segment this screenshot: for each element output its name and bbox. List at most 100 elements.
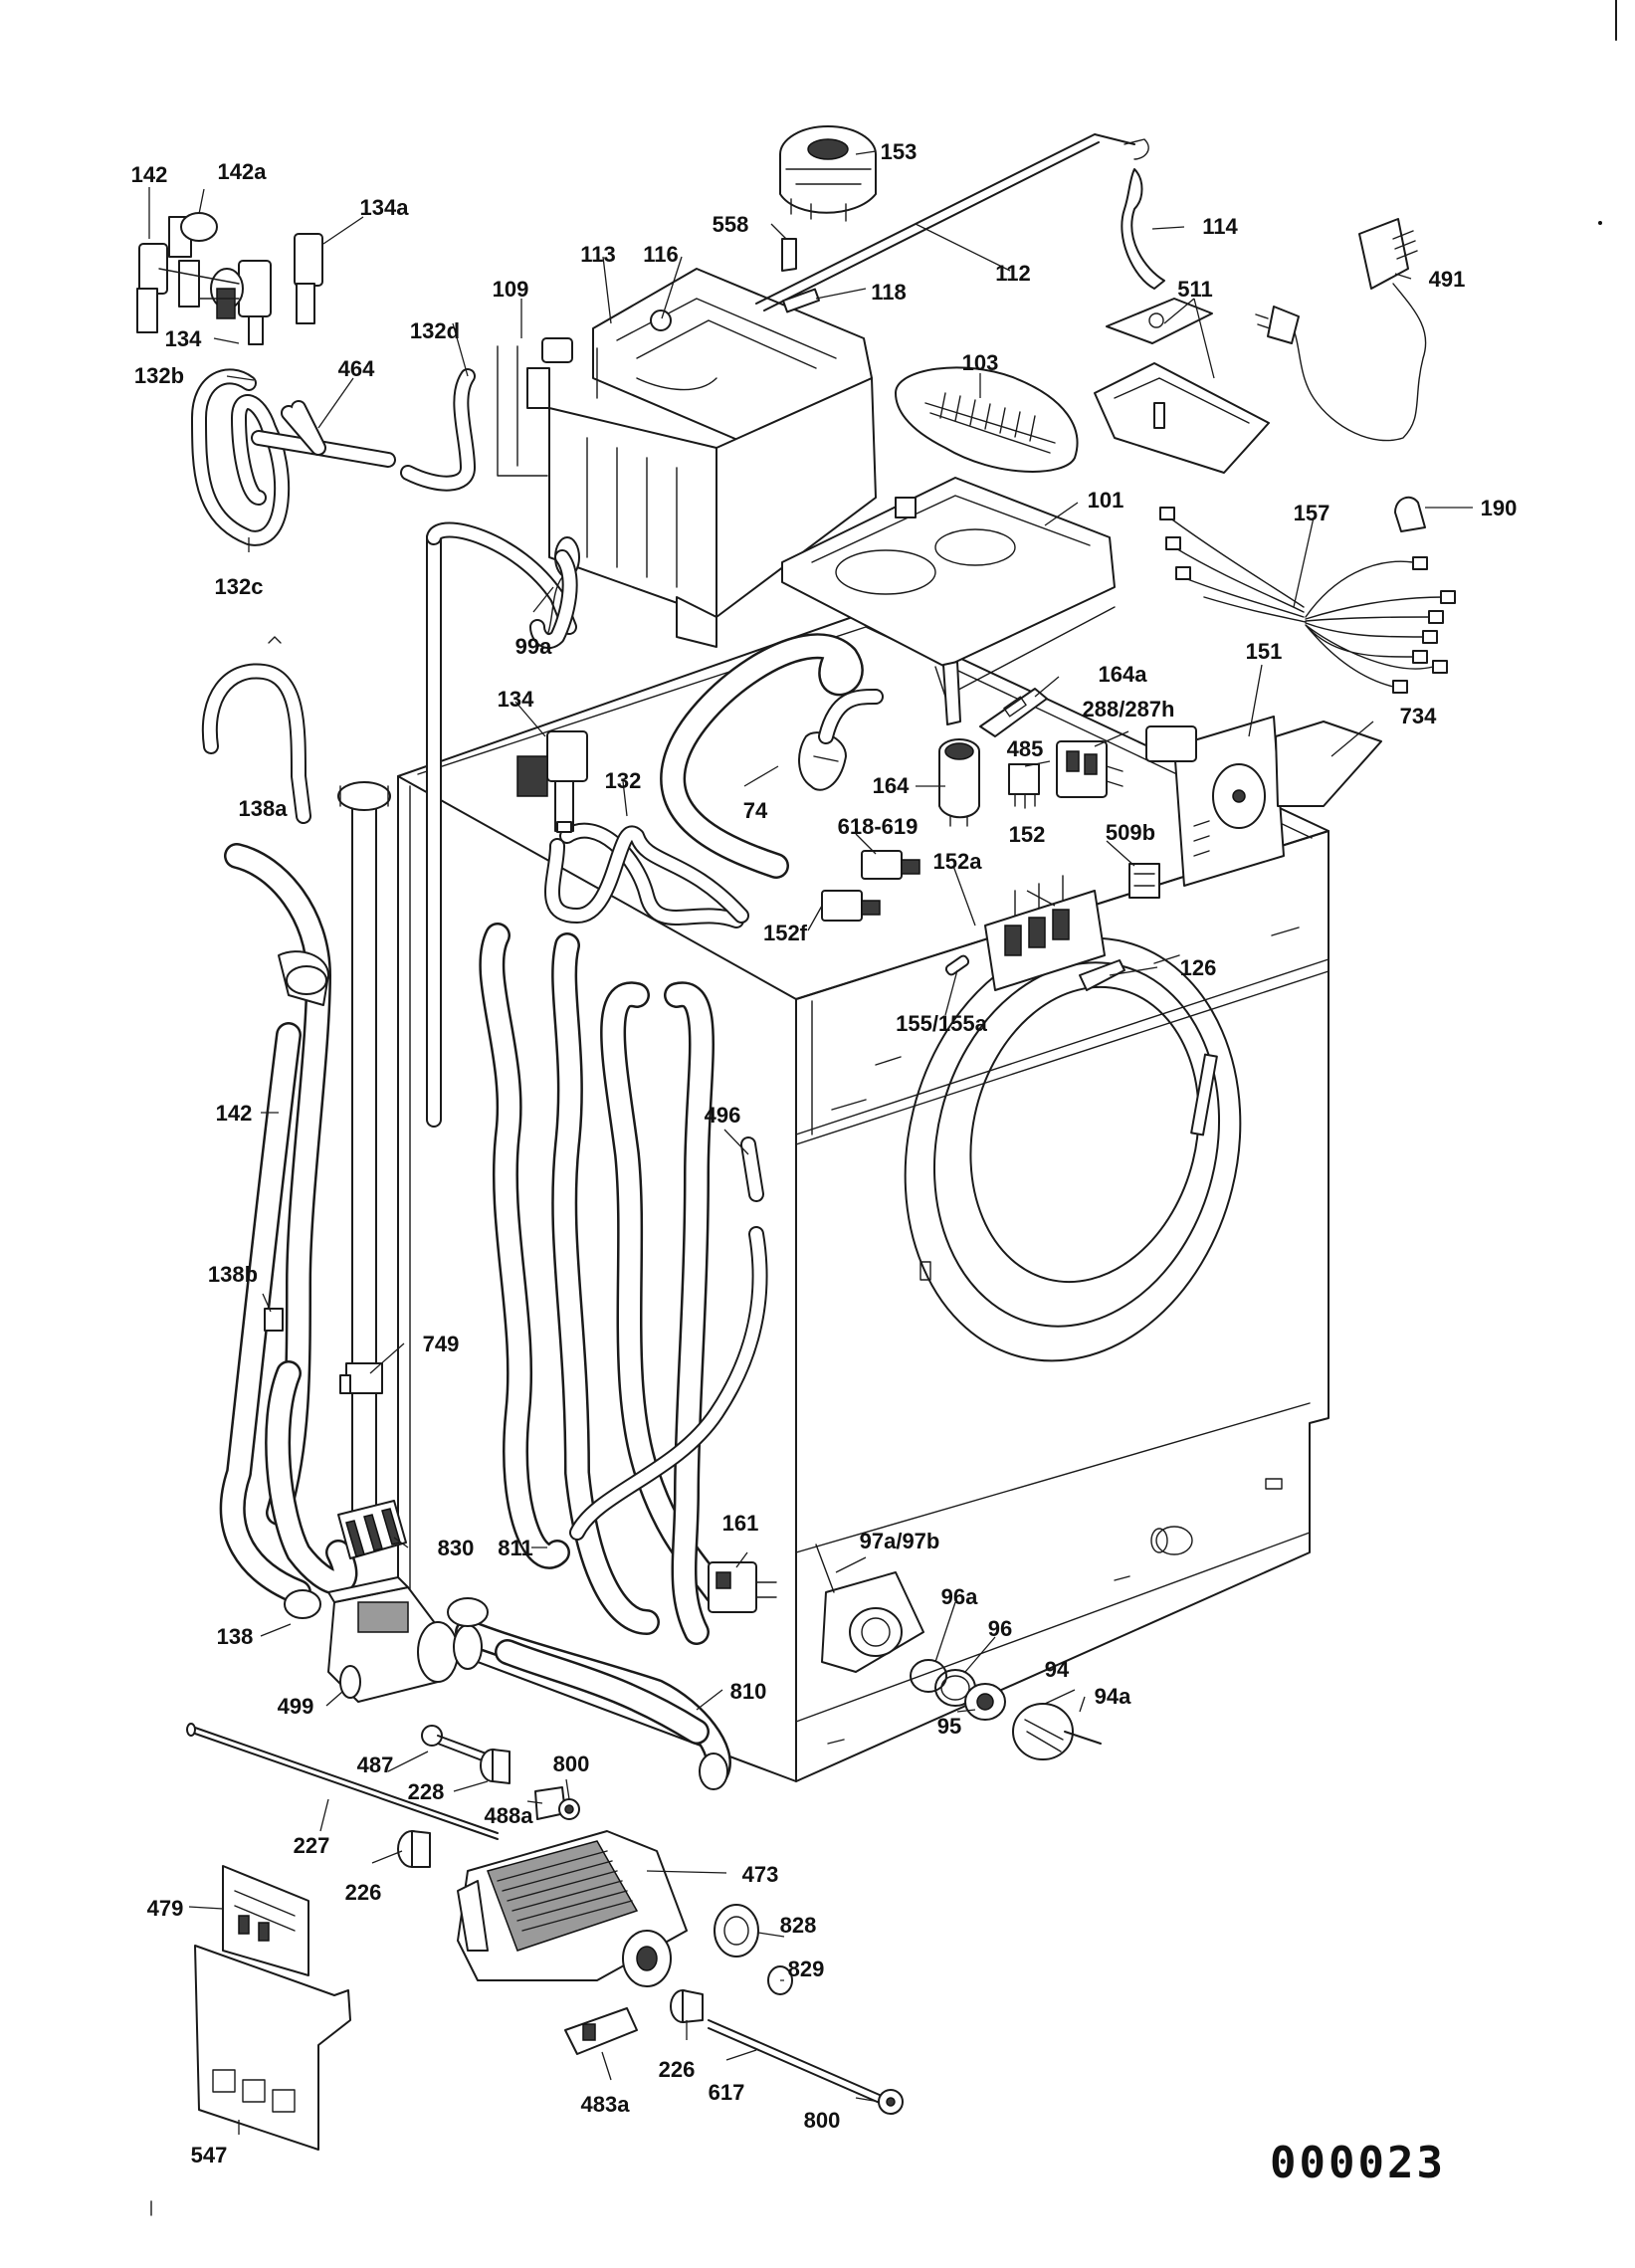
label-134: 134 bbox=[165, 326, 202, 351]
dispenser-box-front bbox=[715, 377, 877, 618]
wiring-harness-157 bbox=[1159, 507, 1456, 694]
bellows-74 bbox=[798, 689, 884, 791]
hose-132b-132c bbox=[191, 368, 291, 546]
label-142: 142 bbox=[131, 162, 168, 187]
label-228: 228 bbox=[408, 1779, 445, 1804]
label-491: 491 bbox=[1429, 267, 1466, 292]
selector-288-287h bbox=[1056, 740, 1124, 798]
capacitor-164 bbox=[938, 738, 980, 827]
label-464: 464 bbox=[338, 356, 375, 381]
label-113: 113 bbox=[580, 242, 616, 267]
top-inner-line bbox=[417, 626, 1313, 839]
label-132d: 132d bbox=[410, 318, 460, 343]
label-157: 157 bbox=[1294, 501, 1330, 525]
label-109: 109 bbox=[493, 277, 529, 302]
part-118 bbox=[781, 288, 821, 313]
cabinet-side-face bbox=[397, 775, 797, 1782]
bush-226-lower bbox=[670, 1989, 704, 2023]
label-101: 101 bbox=[1088, 488, 1124, 513]
label-134a: 134a bbox=[360, 195, 410, 220]
door-ring-outer bbox=[904, 936, 1242, 1362]
hose-end bbox=[699, 1753, 728, 1790]
mains-plug-491 bbox=[1255, 218, 1427, 442]
label-112: 112 bbox=[995, 261, 1031, 286]
label-132b: 132b bbox=[134, 363, 184, 388]
label-116: 116 bbox=[643, 242, 679, 267]
lever-126 bbox=[1079, 959, 1125, 991]
label-99a: 99a bbox=[515, 634, 552, 659]
label-190: 190 bbox=[1481, 496, 1518, 520]
bush-226-upper bbox=[397, 1830, 431, 1868]
switch-485 bbox=[1008, 763, 1040, 809]
dispenser-assembly bbox=[497, 268, 877, 648]
label-151: 151 bbox=[1246, 639, 1283, 664]
slot-155 bbox=[944, 954, 970, 976]
label-138: 138 bbox=[217, 1624, 254, 1649]
dispenser-outlet bbox=[676, 596, 717, 648]
nut-800-lower bbox=[878, 2089, 904, 2115]
label-142-b: 142 bbox=[216, 1101, 253, 1126]
dispenser-ribs bbox=[586, 437, 678, 588]
filter-cap-94 bbox=[1012, 1703, 1074, 1760]
small-valve bbox=[526, 367, 550, 409]
door-glass bbox=[969, 985, 1200, 1284]
label-511: 511 bbox=[1177, 277, 1213, 302]
connector-483a bbox=[564, 2007, 638, 2055]
switch-152f bbox=[821, 890, 881, 922]
label-749: 749 bbox=[423, 1332, 460, 1356]
front-marks bbox=[827, 1575, 1130, 1745]
switch-block-152 bbox=[984, 875, 1106, 991]
label-138b: 138b bbox=[208, 1262, 258, 1287]
hose-132d bbox=[400, 368, 476, 492]
strip-164a bbox=[979, 688, 1048, 737]
label-103: 103 bbox=[962, 350, 999, 375]
label-227: 227 bbox=[294, 1833, 330, 1858]
control-panel-edge-2 bbox=[795, 970, 1329, 1145]
pressure-switch-153 bbox=[779, 125, 877, 222]
foot-slot bbox=[1265, 1478, 1283, 1490]
bracket-547 bbox=[194, 1945, 351, 2151]
inlet-valve-assembly-142 bbox=[136, 212, 323, 345]
label-132c: 132c bbox=[215, 574, 264, 599]
label-734: 734 bbox=[1400, 704, 1437, 728]
ring-829 bbox=[767, 1965, 793, 1995]
dispenser-housing-101 bbox=[781, 477, 1116, 725]
label-288-287h: 288/287h bbox=[1083, 697, 1175, 722]
motor-473 bbox=[457, 1830, 688, 1987]
label-164a: 164a bbox=[1099, 662, 1148, 687]
label-152f: 152f bbox=[763, 921, 808, 945]
door-lock-114 bbox=[1121, 168, 1165, 290]
label-155-155a: 155/155a bbox=[896, 1011, 988, 1036]
door-handle-slot bbox=[1190, 1053, 1218, 1136]
label-485: 485 bbox=[1007, 736, 1044, 761]
label-509b: 509b bbox=[1106, 820, 1155, 845]
label-134-b: 134 bbox=[498, 687, 534, 712]
label-828: 828 bbox=[780, 1913, 817, 1938]
filter-830 bbox=[337, 1500, 407, 1559]
label-96a: 96a bbox=[941, 1584, 978, 1609]
door-cable-112 bbox=[755, 133, 1165, 311]
label-496: 496 bbox=[705, 1103, 741, 1128]
label-483a: 483a bbox=[581, 2092, 631, 2117]
drain-pump-499 bbox=[327, 1576, 489, 1703]
label-226-b: 226 bbox=[659, 2057, 696, 2082]
hose-496 bbox=[740, 1136, 764, 1202]
document-number: 000023 bbox=[1270, 2138, 1446, 2188]
washer-cabinet bbox=[397, 612, 1329, 1782]
lid-scale-arc bbox=[636, 377, 717, 391]
label-95: 95 bbox=[937, 1714, 961, 1739]
connector-509b bbox=[1128, 863, 1160, 899]
label-152: 152 bbox=[1009, 822, 1046, 847]
label-547: 547 bbox=[191, 2143, 228, 2167]
panel-slots bbox=[831, 927, 1300, 1111]
ring-96a bbox=[910, 1659, 947, 1693]
label-829: 829 bbox=[788, 1957, 825, 1981]
clip-190 bbox=[1394, 496, 1426, 532]
label-132: 132 bbox=[605, 768, 642, 793]
label-164: 164 bbox=[873, 773, 910, 798]
screw-94a bbox=[1064, 1731, 1102, 1745]
y-hose-464 bbox=[251, 400, 396, 468]
valve-bracket-109 bbox=[497, 345, 598, 477]
leader-lines bbox=[148, 150, 1473, 2135]
